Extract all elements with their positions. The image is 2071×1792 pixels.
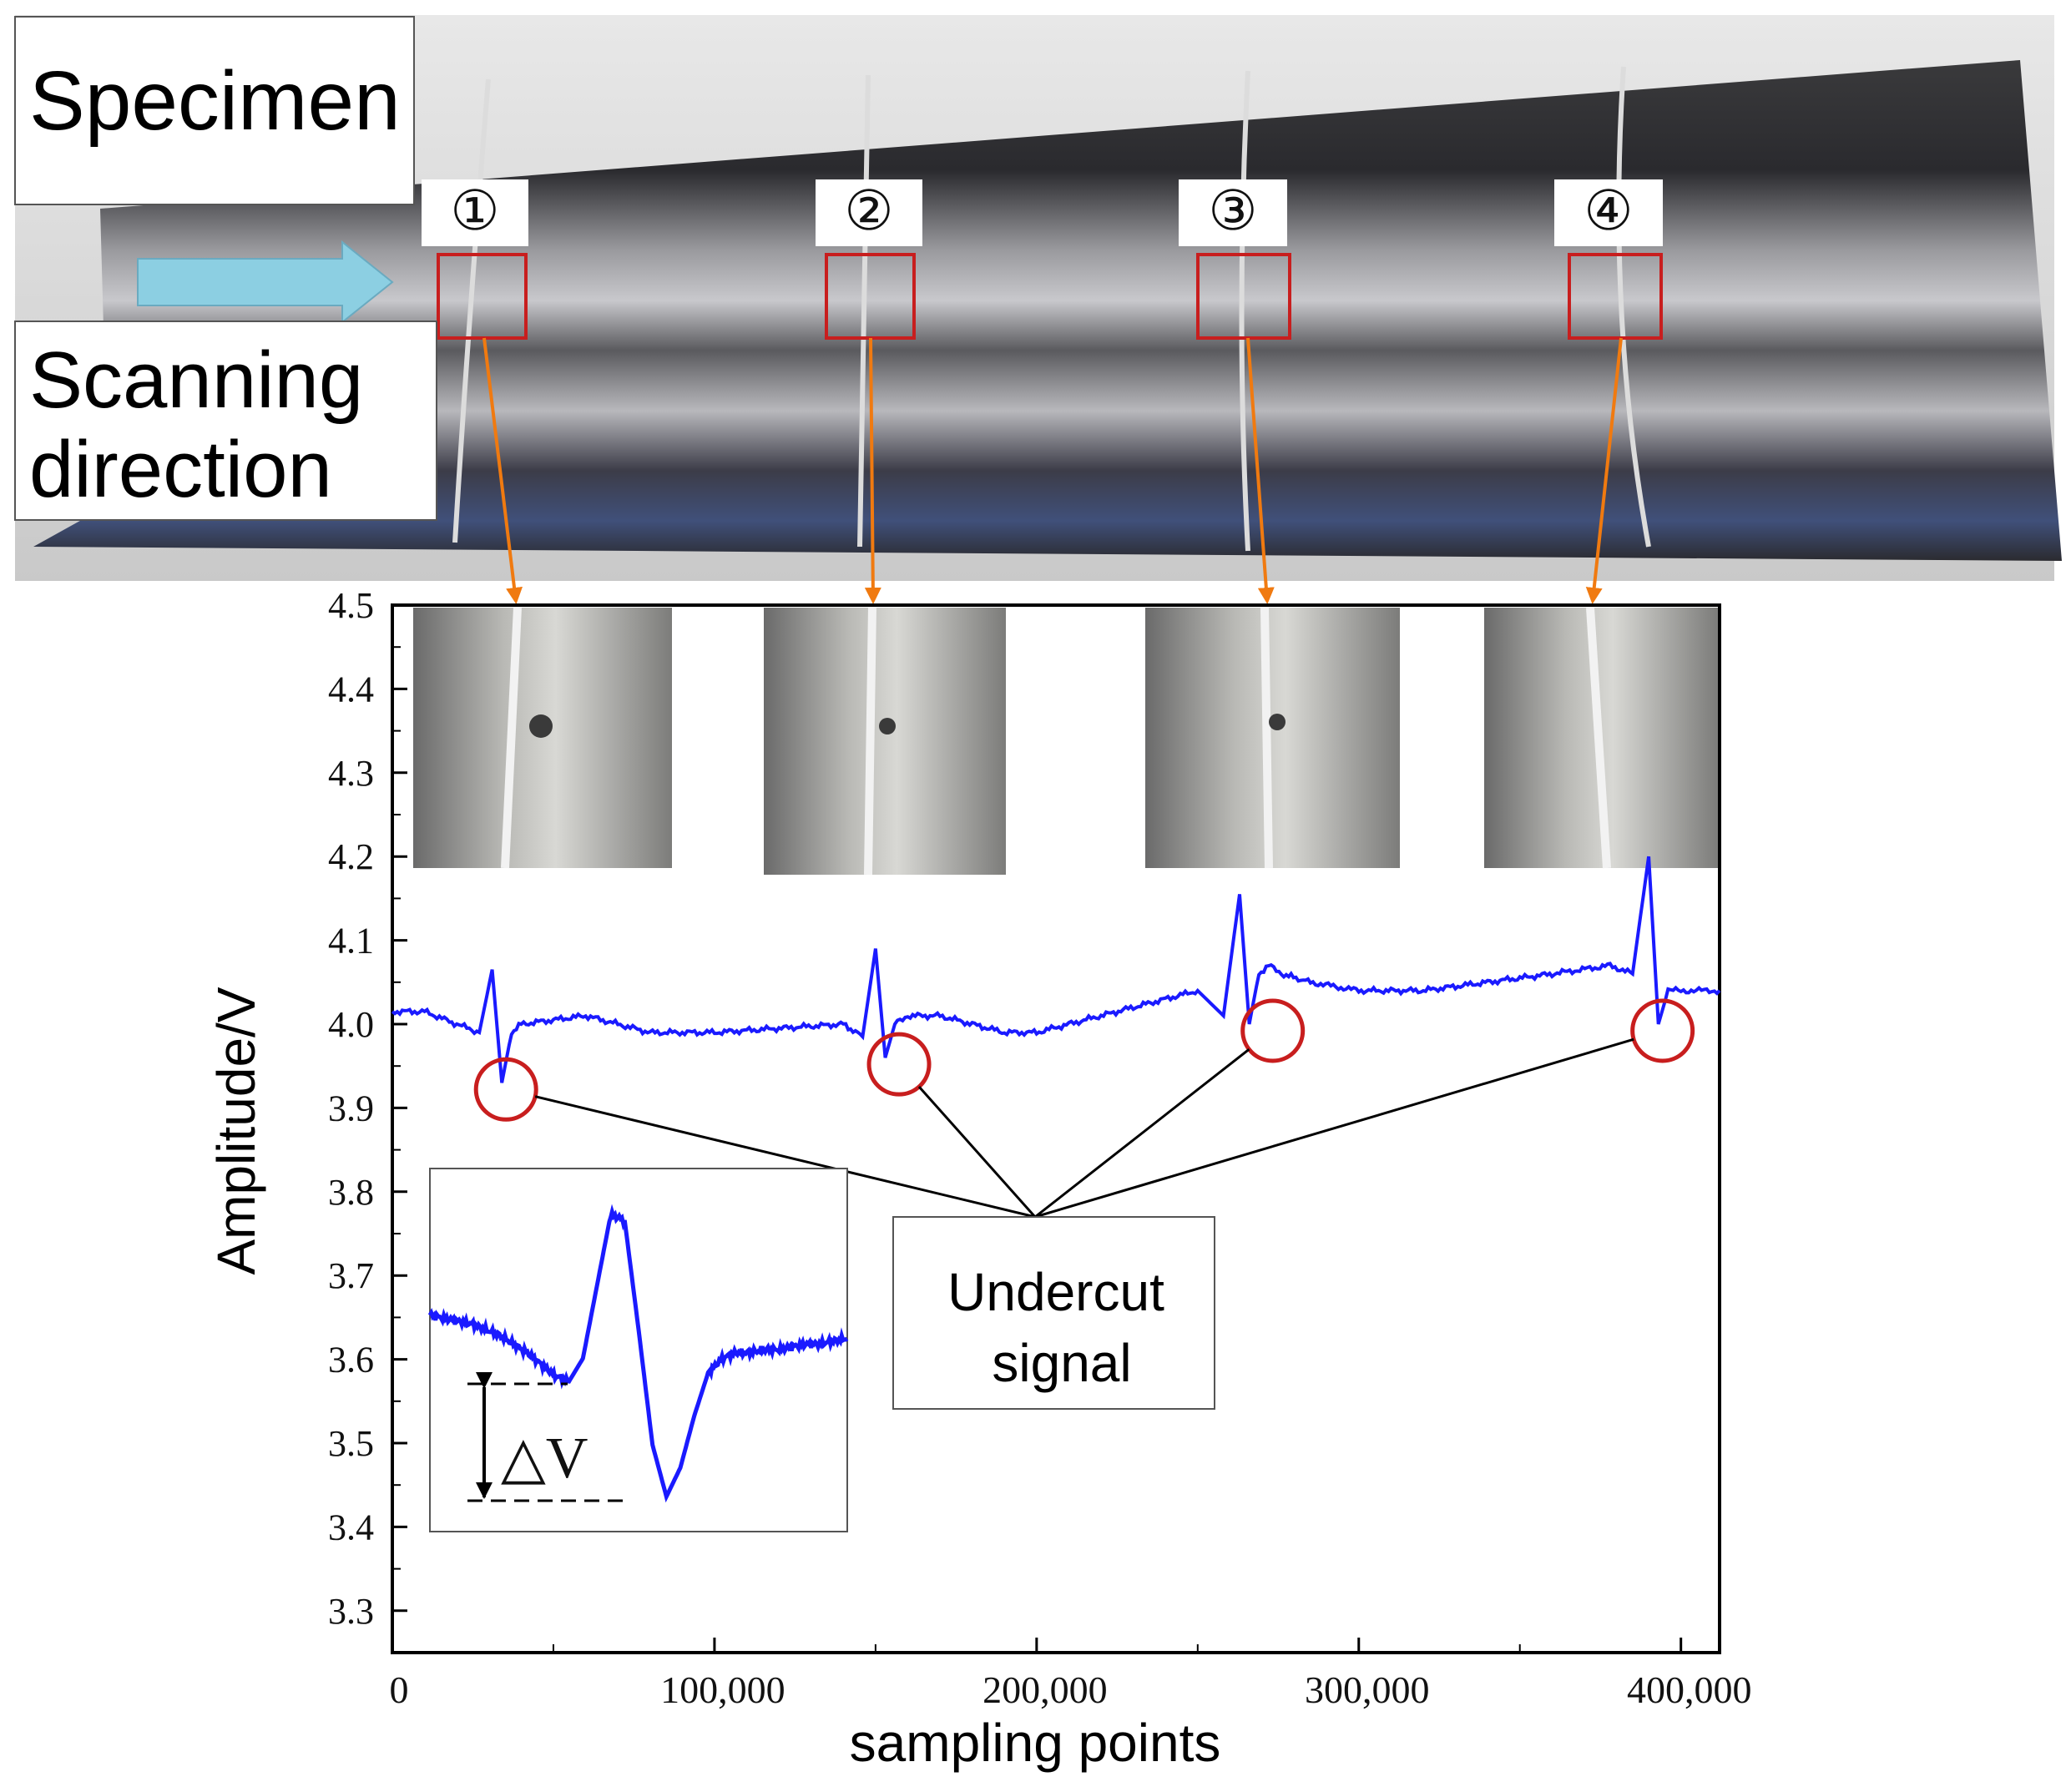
x-tick-label: 200,000 (982, 1668, 1108, 1711)
undercut-circle (1630, 998, 1695, 1063)
plot-area (391, 603, 1721, 1654)
marker-3: ③ (1208, 181, 1257, 242)
undercut-circle (866, 1032, 932, 1097)
marker-1: ① (450, 181, 499, 242)
y-tick-label: 4.2 (328, 836, 374, 877)
weld-seams (452, 66, 1651, 552)
closeup-3 (1145, 608, 1400, 868)
marker-labels: ① ② ③ ④ (422, 179, 1663, 246)
y-tick-label: 4.0 (328, 1004, 374, 1045)
x-axis-title: sampling points (850, 1713, 1221, 1773)
y-tick-label: 3.3 (328, 1591, 374, 1632)
marker-4: ④ (1584, 181, 1633, 242)
closeup-1 (413, 608, 672, 868)
specimen-label-box: Specimen (14, 16, 415, 205)
y-tick-label: 3.5 (328, 1423, 374, 1464)
scan-label-line2: direction (29, 425, 332, 514)
undercut-pointer-line (1034, 1037, 1634, 1219)
undercut-circle (1240, 998, 1306, 1063)
y-axis-title: Amplitude/V (206, 987, 266, 1275)
y-tick-label: 4.3 (328, 753, 374, 794)
defect-boxes (437, 253, 1663, 340)
y-tick-label: 3.6 (328, 1340, 374, 1381)
inset-signal-line (427, 1204, 849, 1503)
y-tick-label: 4.4 (328, 669, 374, 709)
y-axis-ticks: 3.3 3.4 3.5 3.6 3.7 3.8 3.9 4.0 4.1 4.2 4.3 4.4 4.5 (328, 585, 407, 1632)
annotation-line2: signal (992, 1333, 1131, 1393)
undercut-pointer-line (534, 1095, 1036, 1219)
x-tick-label: 0 (390, 1668, 409, 1711)
undercut-annotation: Undercut signal (892, 1216, 1215, 1410)
x-tick-label: 400,000 (1627, 1668, 1752, 1711)
inset-panel: △V (427, 1168, 849, 1532)
leader-arrows (482, 337, 1623, 604)
specimen-label: Specimen (29, 54, 401, 148)
inset-delta-label: △V (501, 1426, 588, 1491)
undercut-circle (473, 1057, 538, 1122)
scan-label-line1: Scanning (29, 336, 363, 425)
y-tick-label: 4.5 (328, 585, 374, 626)
undercut-pointer-lines (534, 1037, 1634, 1219)
scan-label-box: Scanning direction (14, 321, 437, 521)
y-tick-label: 3.8 (328, 1172, 374, 1213)
x-axis-ticks: 0 100,000 200,000 300,000 400,000 (390, 1638, 1752, 1711)
undercut-pointer-line (917, 1086, 1037, 1218)
closeup-2 (764, 608, 1006, 875)
undercut-pointer-line (1034, 1048, 1250, 1219)
marker-2: ② (844, 181, 893, 242)
scan-direction-arrow (137, 240, 394, 325)
y-tick-label: 3.9 (328, 1088, 374, 1128)
x-tick-label: 100,000 (660, 1668, 785, 1711)
y-tick-label: 3.7 (328, 1255, 374, 1296)
closeup-images (413, 607, 1718, 876)
signal-series-line (391, 856, 1721, 1083)
annotation-line1: Undercut (947, 1262, 1164, 1322)
y-tick-label: 4.1 (328, 921, 374, 962)
undercut-circles (473, 998, 1695, 1122)
x-tick-label: 300,000 (1305, 1668, 1430, 1711)
y-tick-label: 3.4 (328, 1507, 374, 1547)
